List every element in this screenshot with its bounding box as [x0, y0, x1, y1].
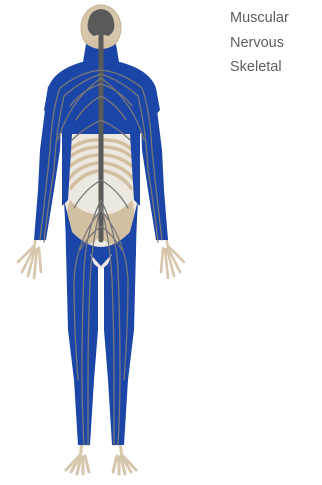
left-hand [18, 236, 41, 278]
legend-item-nervous[interactable]: Nervous [230, 31, 289, 56]
right-arm-muscle [140, 86, 168, 240]
right-hand [161, 236, 184, 278]
human-body-figure [0, 0, 230, 485]
left-arm-muscle [34, 86, 62, 240]
system-legend: Muscular Nervous Skeletal [230, 6, 289, 80]
left-foot [66, 440, 89, 474]
legend-item-muscular[interactable]: Muscular [230, 6, 289, 31]
legend-item-skeletal[interactable]: Skeletal [230, 55, 289, 80]
right-foot [113, 440, 136, 474]
